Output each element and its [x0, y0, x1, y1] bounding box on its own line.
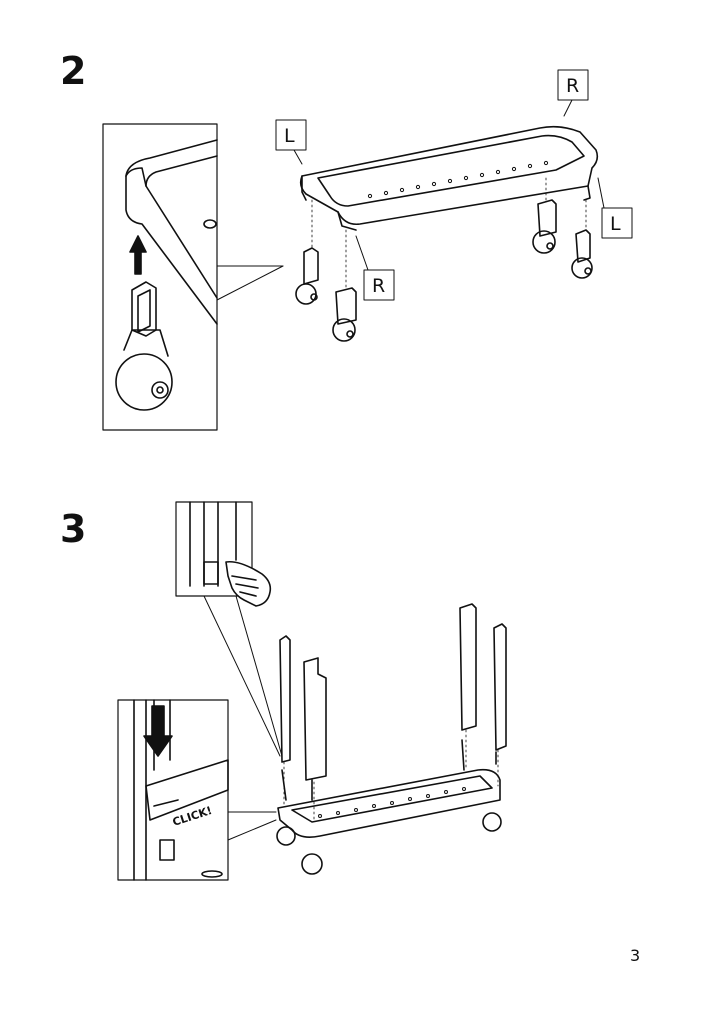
step-number-3: 3 — [60, 507, 87, 551]
leg-front-left — [279, 635, 291, 801]
label-left-box — [275, 119, 307, 151]
caster-left-back — [571, 229, 593, 279]
caster-right-back — [532, 199, 557, 254]
caster-left-front — [295, 247, 319, 305]
leg-back-left — [459, 603, 477, 771]
latch-detail-inset — [175, 501, 283, 757]
click-detail-inset — [117, 699, 277, 881]
label-left-box-right — [601, 207, 633, 239]
label-right-text-top: R — [566, 75, 579, 97]
leg-back-right — [493, 623, 507, 765]
basin-step2 — [299, 125, 599, 231]
label-left-text-right: L — [610, 213, 621, 235]
label-left-text: L — [284, 125, 295, 147]
leg-front-right — [303, 657, 327, 801]
click-text: CLICK! — [171, 804, 214, 829]
step-number-2: 2 — [60, 49, 87, 93]
basin-step3 — [276, 768, 502, 875]
caster-right-front — [332, 287, 357, 342]
label-right-text-bottom: R — [372, 275, 385, 297]
label-right-box-top — [557, 69, 589, 101]
page-number: 3 — [630, 946, 641, 965]
caster-detail-inset — [102, 123, 284, 431]
label-right-box-bottom — [363, 269, 395, 301]
